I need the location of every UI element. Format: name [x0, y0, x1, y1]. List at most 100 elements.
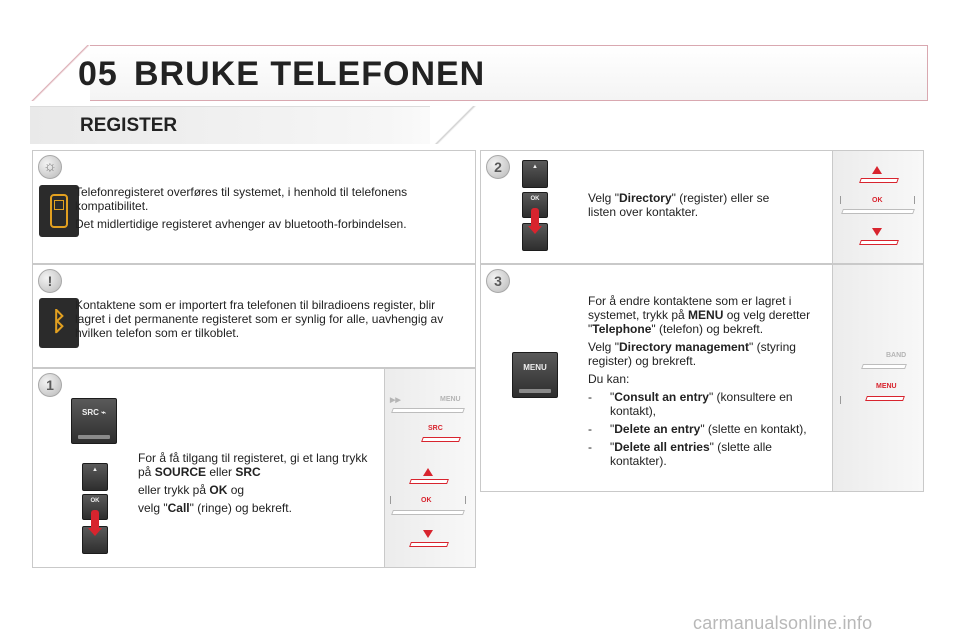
step1-text: For å få tilgang til registeret, gi et l… [138, 451, 368, 519]
step3-text: For å endre kontaktene som er lagret i s… [588, 294, 820, 472]
bluetooth-icon: ᛒ [39, 298, 79, 348]
step2-pre: Velg " [588, 191, 619, 205]
step1-display-skip: ▶▶ [390, 397, 401, 404]
step3-p1-mid: og velg deretter " [588, 308, 811, 336]
step3-option-delete-q: " [610, 422, 615, 436]
step3-display-line-menu [865, 396, 905, 401]
step2-display-line-down [859, 240, 899, 245]
warning-text: Kontaktene som er importert fra telefone… [75, 298, 444, 340]
step3-option-dash: - [588, 440, 592, 454]
step1-line-3: velg "Call" (ringe) og bekreft. [138, 501, 368, 515]
step2-display-ok: OK [872, 197, 883, 204]
up-button[interactable]: ▲ [82, 463, 108, 491]
step3-para-3: Du kan: [588, 372, 630, 386]
step3-option-consult-label: Consult an entry [614, 390, 709, 404]
step3-p1-telephone: Telephone [592, 322, 652, 336]
step3-option-dash: - [588, 422, 592, 436]
step1-line-1: For å få tilgang til registeret, gi et l… [138, 451, 368, 479]
step3-display-line-band [861, 364, 907, 369]
menu-button-label: MENU [523, 363, 547, 372]
step3-display-tick [840, 396, 841, 404]
step3-para-2: Velg "Directory management" (styring reg… [588, 340, 820, 368]
step1-l1-mid: eller [206, 465, 236, 479]
phone-screen-icon [54, 200, 64, 210]
info-line-1: Telefonregisteret overføres til systemet… [75, 185, 408, 213]
step1-l2-ok: OK [209, 483, 228, 497]
watermark: carmanualsonline.info [693, 613, 873, 633]
step1-l3-call: Call [167, 501, 190, 515]
chapter-number: 05 [78, 55, 118, 93]
step2-display-up-icon [872, 166, 882, 174]
step3-display-band: BAND [886, 352, 907, 359]
step3-p1-post: " (telefon) og bekreft. [651, 322, 764, 336]
step3-option-consult-text: "Consult an entry" (konsultere en kontak… [610, 390, 820, 418]
step2-press-pointer-icon [528, 208, 542, 234]
step1-line-2: eller trykk på OK og [138, 483, 368, 497]
step1-l3-post: " (ringe) og bekreft. [189, 501, 292, 515]
step3-badge: 3 [486, 269, 510, 293]
step3-display-menu: MENU [876, 383, 897, 390]
bluetooth-glyph-icon: ᛒ [51, 306, 67, 336]
step1-display-up-icon [423, 468, 433, 476]
step3-p1-pre: For å endre kontaktene som er lagret i s… [588, 294, 792, 322]
info-panel [32, 150, 476, 264]
step1-display-line-src [421, 437, 461, 442]
step1-l1-source: SOURCE [154, 465, 207, 479]
step3-para-1: For å endre kontaktene som er lagret i s… [588, 294, 820, 336]
section-header-diagonal [430, 106, 480, 144]
section-title: REGISTER [80, 115, 178, 136]
step3-option-delete-all: - "Delete all entries" (slette alle kont… [588, 440, 820, 468]
menu-button-bar [519, 389, 551, 393]
src-button[interactable]: SRC ⌁ [71, 398, 117, 444]
step2-display-down-icon [872, 228, 882, 236]
ok-button[interactable]: OK [82, 494, 108, 520]
info-text: Telefonregisteret overføres til systemet… [75, 185, 465, 235]
step1-l2-pre: eller trykk på [138, 483, 210, 497]
step1-display-down-icon [423, 530, 433, 538]
step3-option-dash: - [588, 390, 592, 404]
press-pointer-icon [88, 510, 102, 536]
src-button-label: SRC [82, 408, 99, 417]
step1-display-menu: MENU [440, 396, 461, 403]
step3-option-consult: - "Consult an entry" (konsultere en kont… [588, 390, 820, 418]
step3-option-delete-rest: " (slette en kontakt), [700, 422, 807, 436]
step1-l1-src: SRC [235, 465, 261, 479]
step3-option-delete-all-text: "Delete all entries" (slette alle kontak… [610, 440, 820, 468]
step3-option-delete-text: "Delete an entry" (slette en kontakt), [610, 422, 807, 436]
step3-p2-pre: Velg " [588, 340, 619, 354]
step1-l2-post: og [227, 483, 245, 497]
warning-panel [32, 264, 476, 368]
step1-display-line-ok [391, 510, 465, 515]
phone-body-icon [50, 194, 68, 228]
step3-option-delete: - "Delete an entry" (slette en kontakt), [588, 422, 820, 436]
chapter-title: BRUKE TELEFONEN [134, 55, 486, 93]
step1-display-tick-right [465, 496, 466, 504]
step2-display-line-ok [841, 209, 915, 214]
step1-display-line-down [409, 542, 449, 547]
step2-up-button[interactable]: ▲ [522, 160, 548, 188]
src-button-bar [78, 435, 110, 439]
step3-p2-directory-management: Directory management [618, 340, 749, 354]
step3-option-delete-all-rest: " (slette alle kontakter). [610, 440, 772, 468]
step1-badge: 1 [38, 373, 62, 397]
step2-display-tick-left [840, 196, 841, 204]
section-header [30, 106, 476, 144]
step3-option-delete-all-label: Delete all entries [614, 440, 710, 454]
step3-option-delete-label: Delete an entry [614, 422, 701, 436]
step1-l1-pre: For å få tilgang til registeret, gi et l… [138, 451, 368, 479]
step1-display-ok: OK [421, 497, 432, 504]
step1-display-tick-left [390, 496, 391, 504]
step1-display-line-up [409, 479, 449, 484]
step1-display-src: SRC [428, 425, 443, 432]
step1-display-line-top [391, 408, 465, 413]
info-line-2: Det midlertidige registeret avhenger av … [75, 217, 407, 231]
step3-option-consult-rest: " (konsultere en kontakt), [610, 390, 793, 418]
step2-directory: Directory [618, 191, 672, 205]
step2-text: Velg "Directory" (register) eller se lis… [588, 191, 793, 219]
step2-badge: 2 [486, 155, 510, 179]
step3-option-delete-all-q: " [610, 440, 615, 454]
menu-button[interactable]: MENU [512, 352, 558, 398]
chapter-header [30, 45, 928, 101]
step3-option-consult-q: " [610, 390, 615, 404]
step2-post: " (register) eller se listen over kontak… [588, 191, 770, 219]
